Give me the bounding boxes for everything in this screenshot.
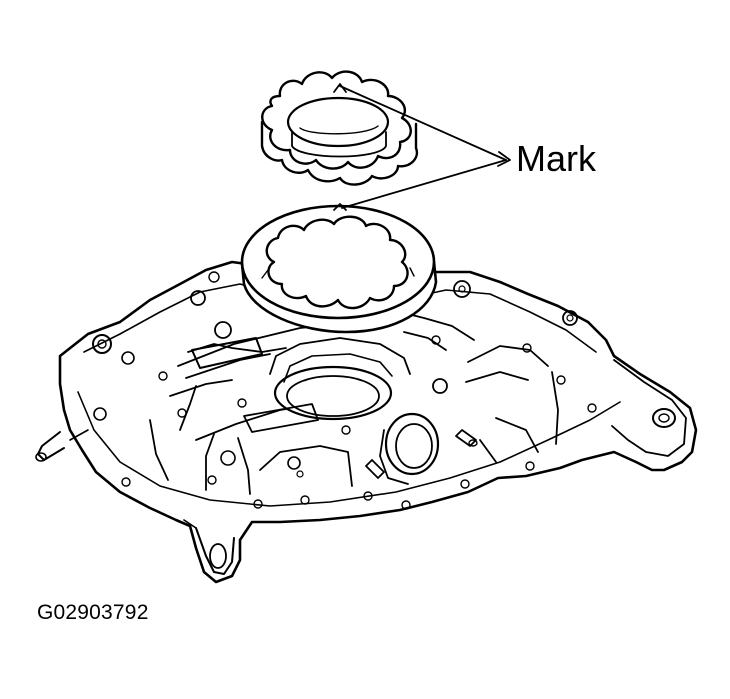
inner-rotor <box>260 70 419 186</box>
mark-label: Mark <box>516 138 596 179</box>
pump-body <box>35 260 698 584</box>
mark-leader-lines <box>339 85 511 209</box>
figure-id: G02903792 <box>37 601 149 624</box>
outer-rotor <box>240 203 438 334</box>
